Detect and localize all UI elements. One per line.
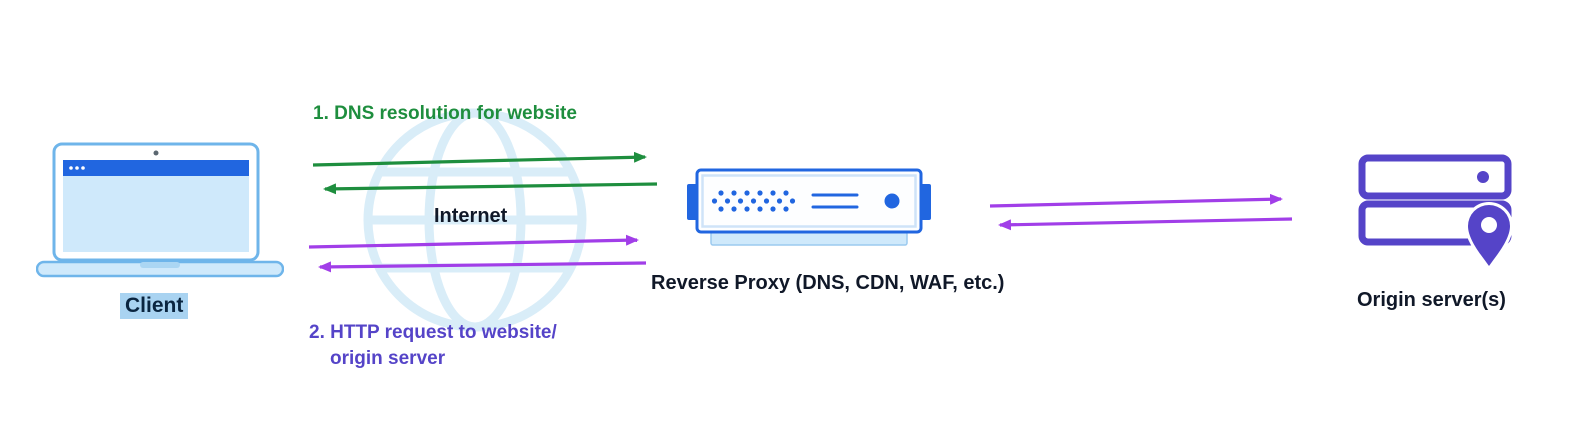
laptop-browser-bar xyxy=(63,160,249,176)
internet-label: Internet xyxy=(434,205,508,227)
origin-servers-icon xyxy=(1358,154,1514,272)
arrow-dns-response xyxy=(323,182,658,195)
proxy-indicator-dot xyxy=(884,193,900,209)
proxy-vent-lines xyxy=(811,193,859,209)
arrow-http-response xyxy=(318,261,647,273)
reverse-proxy-icon xyxy=(687,168,931,246)
step2-http-label-line1: 2. HTTP request to website/ xyxy=(309,322,557,343)
origin-servers-label: Origin server(s) xyxy=(1357,289,1506,311)
proxy-dot-pattern xyxy=(711,190,796,212)
origin-server-top xyxy=(1358,154,1512,200)
step1-dns-label: 1. DNS resolution for website xyxy=(313,103,577,124)
location-pin-icon xyxy=(1464,202,1514,272)
laptop-screen-body xyxy=(63,176,249,252)
arrow-dns-request xyxy=(312,151,647,167)
client-label: Client xyxy=(120,293,189,319)
reverse-proxy-label: Reverse Proxy (DNS, CDN, WAF, etc.) xyxy=(651,272,1005,294)
arrow-origin-to-proxy xyxy=(998,217,1293,231)
step2-http-label-line2: origin server xyxy=(330,348,446,369)
laptop-camera-dot xyxy=(153,150,159,156)
arrow-http-request xyxy=(308,234,639,249)
arrow-proxy-to-origin xyxy=(989,193,1283,208)
origin-server-top-dot xyxy=(1477,171,1489,183)
globe-icon xyxy=(363,108,587,332)
proxy-body xyxy=(695,168,923,234)
proxy-base-tray xyxy=(710,231,908,246)
client-laptop-icon xyxy=(36,142,284,278)
